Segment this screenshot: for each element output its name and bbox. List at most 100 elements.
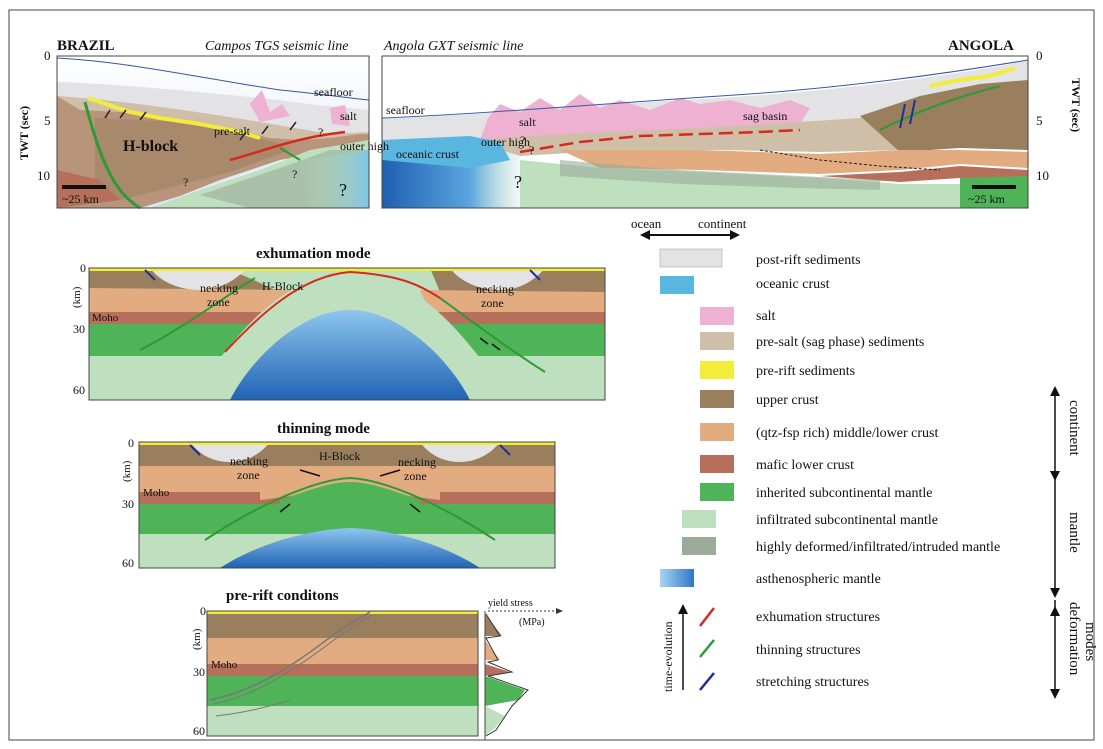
right-tick-10: 10 <box>1036 168 1049 183</box>
scale-label-right: ~25 km <box>968 192 1005 206</box>
legend-swatch-pre-rift <box>700 361 734 379</box>
pre-moho: Moho <box>211 659 238 671</box>
outer-high-label-angola: outer high <box>481 135 530 149</box>
bracket-deformation-label: deformation <box>1066 602 1082 676</box>
time-arrow-head <box>678 604 688 614</box>
seafloor-label-angola: seafloor <box>386 103 425 117</box>
arrow-head-right <box>730 230 740 240</box>
exh-zone-right: zone <box>481 296 504 310</box>
structure-label-2: stretching structures <box>756 675 869 690</box>
right-tick-5: 5 <box>1036 113 1043 128</box>
campos-line-label: Campos TGS seismic line <box>205 39 349 54</box>
structure-label-0: exhumation structures <box>756 610 880 625</box>
thin-zone-right: zone <box>404 469 427 483</box>
legend-label-11: asthenospheric mantle <box>756 572 881 587</box>
legend-label-6: (qtz-fsp rich) middle/lower crust <box>756 426 938 441</box>
exh-necking-right: necking <box>476 282 514 296</box>
salt-label-brazil: salt <box>340 109 357 123</box>
legend-swatch-asthenosphere <box>660 569 694 587</box>
seafloor-label-brazil: seafloor <box>314 85 353 99</box>
bracket-mantle-label: mantle <box>1066 512 1082 553</box>
exhumation-section <box>88 267 606 401</box>
yield-stress-label: yield stress <box>488 598 533 609</box>
category-brackets <box>1050 386 1060 699</box>
thinning-section <box>138 441 556 569</box>
arrow-head-left <box>640 230 650 240</box>
legend-label-5: upper crust <box>756 393 819 408</box>
continent-label: continent <box>698 216 747 231</box>
legend-label-10: highly deformed/infiltrated/intruded man… <box>756 540 1000 555</box>
angola-section-panel <box>381 55 1029 209</box>
structure-label-1: thinning structures <box>756 643 861 658</box>
legend-swatch-middle-crust <box>700 423 734 441</box>
exh-zone-left: zone <box>207 295 230 309</box>
thin-unit: (km) <box>121 460 133 482</box>
h-block-label: H-block <box>123 138 178 155</box>
legend-label-4: pre-rift sediments <box>756 364 855 379</box>
pre-unit: (km) <box>191 628 203 650</box>
legend-swatch-upper-crust <box>700 390 734 408</box>
legend-label-0: post-rift sediments <box>756 253 861 268</box>
legend-label-7: mafic lower crust <box>756 458 854 473</box>
thin-tick-30: 30 <box>122 497 134 511</box>
question-mark-3: ? <box>318 125 323 139</box>
legend-swatch-inherited-mantle <box>700 483 734 501</box>
legend-swatch-post-rift <box>659 248 723 268</box>
pre-salt-label: pre-salt <box>214 124 251 138</box>
exh-tick-0: 0 <box>80 261 86 275</box>
legend-label-3: pre-salt (sag phase) sediments <box>756 335 924 350</box>
question-mark-4: ? <box>339 180 347 200</box>
exh-hblock: H-Block <box>262 279 303 293</box>
thin-moho: Moho <box>143 487 170 499</box>
legend-swatch-infiltrated <box>682 510 716 528</box>
thin-necking-right: necking <box>398 455 436 469</box>
pre-tick-0: 0 <box>200 604 206 618</box>
pre-tick-60: 60 <box>193 724 205 738</box>
right-twt-label: TWT (sec) <box>1069 78 1083 132</box>
legend-exhumation-symbol <box>699 607 715 627</box>
yield-stress-profile <box>484 608 563 740</box>
exh-necking-left: necking <box>200 281 238 295</box>
thin-tick-60: 60 <box>122 556 134 570</box>
question-mark-5: ? <box>520 133 525 147</box>
question-mark-1: ? <box>183 175 188 189</box>
oceanic-crust-label: oceanic crust <box>396 147 460 161</box>
angola-line-label: Angola GXT seismic line <box>383 39 523 54</box>
legend-swatch-salt <box>700 307 734 325</box>
sag-basin-label: sag basin <box>743 109 787 123</box>
bracket-modes-label: modes <box>1082 622 1098 661</box>
legend-swatch-oceanic <box>660 276 694 294</box>
left-tick-10: 10 <box>37 168 50 183</box>
exh-unit: (km) <box>71 286 83 308</box>
legend-label-1: oceanic crust <box>756 277 830 292</box>
legend: post-rift sediments oceanic crust salt p… <box>659 248 1000 692</box>
legend-label-2: salt <box>756 309 776 324</box>
exh-tick-60: 60 <box>73 383 85 397</box>
brazil-section-panel <box>56 55 370 210</box>
scale-label-left: ~25 km <box>62 192 99 206</box>
left-twt-label: TWT (sec) <box>17 106 31 160</box>
prerift-title: pre-rift conditons <box>226 588 339 604</box>
ocean-label: ocean <box>631 216 662 231</box>
mpa-label: (MPa) <box>519 617 545 628</box>
legend-label-8: inherited subcontinental mantle <box>756 486 933 501</box>
legend-thinning-symbol <box>699 639 715 658</box>
brazil-label: BRAZIL <box>57 38 115 54</box>
legend-label-9: infiltrated subcontinental mantle <box>756 513 938 528</box>
legend-swatch-deformed <box>682 537 716 555</box>
exhumation-title: exhumation mode <box>256 246 371 262</box>
legend-swatch-pre-salt <box>700 332 734 350</box>
question-mark-7: ? <box>514 172 522 192</box>
exh-moho: Moho <box>92 312 119 324</box>
right-tick-0: 0 <box>1036 48 1043 63</box>
thin-hblock: H-Block <box>319 449 360 463</box>
question-mark-6: ? <box>529 143 534 157</box>
exh-tick-30: 30 <box>73 322 85 336</box>
legend-stretching-symbol <box>699 672 715 691</box>
thinning-title: thinning mode <box>277 421 370 437</box>
legend-swatch-mafic <box>700 455 734 473</box>
thin-tick-0: 0 <box>128 436 134 450</box>
left-tick-5: 5 <box>44 113 51 128</box>
